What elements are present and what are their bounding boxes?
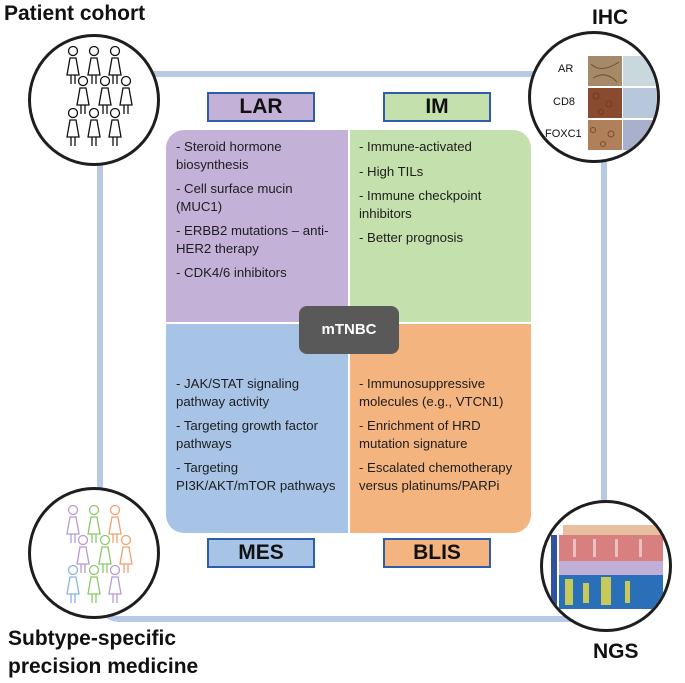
lar-item: - ERBB2 mutations – anti-HER2 therapy [176,223,329,256]
patient-cohort-circle [28,34,160,166]
patient-cohort-title: Patient cohort [4,2,146,25]
im-label: IM [383,92,491,122]
ihc-marker-foxc1: FOXC1 [545,128,582,140]
outer-frame [97,71,607,622]
ihc-images [588,56,657,150]
lar-label: LAR [207,92,315,122]
precision-medicine-title-line2: precision medicine [8,655,199,678]
mes-item: - JAK/STAT signaling pathway activity [176,376,300,409]
colored-patient-group-icon [66,504,133,603]
mes-quadrant: - JAK/STAT signaling pathway activity - … [166,323,349,533]
im-item: - Immune checkpoint inhibitors [359,188,482,221]
lar-item: - Cell surface mucin (MUC1) [176,181,293,214]
blis-quadrant: - Immunosuppressive molecules (e.g., VTC… [349,323,531,533]
im-item: - High TILs [359,163,424,179]
blis-item: - Escalated chemotherapy versus platinum… [359,460,513,493]
lar-quadrant: - Steroid hormone biosynthesis - Cell su… [166,130,349,323]
precision-medicine-title-line1: Subtype-specific [8,627,177,650]
blis-item: - Immunosuppressive molecules (e.g., VTC… [359,376,504,409]
mes-label: MES [207,538,315,568]
ihc-marker-ar: AR [558,63,574,75]
im-quadrant: - Immune-activated - High TILs - Immune … [349,130,531,323]
precision-medicine-circle [28,487,160,619]
mes-item: - Targeting PI3K/AKT/mTOR pathways [176,460,336,493]
blis-label: BLIS [383,538,491,568]
ngs-circle [540,500,672,632]
blis-item: - Enrichment of HRD mutation signature [359,418,481,451]
im-item: - Better prognosis [359,230,464,245]
mtnbc-center: mTNBC [299,306,399,354]
patient-group-icon [66,45,133,146]
ngs-heatmap [551,525,663,609]
mes-item: - Targeting growth factor pathways [176,418,318,451]
lar-item: - Steroid hormone biosynthesis [176,139,282,172]
ihc-marker-cd8: CD8 [553,96,576,108]
ihc-title: IHC [592,6,629,29]
lar-item: - CDK4/6 inhibitors [176,265,287,280]
ngs-title: NGS [593,640,639,663]
im-item: - Immune-activated [359,139,472,154]
ihc-circle [528,31,660,163]
